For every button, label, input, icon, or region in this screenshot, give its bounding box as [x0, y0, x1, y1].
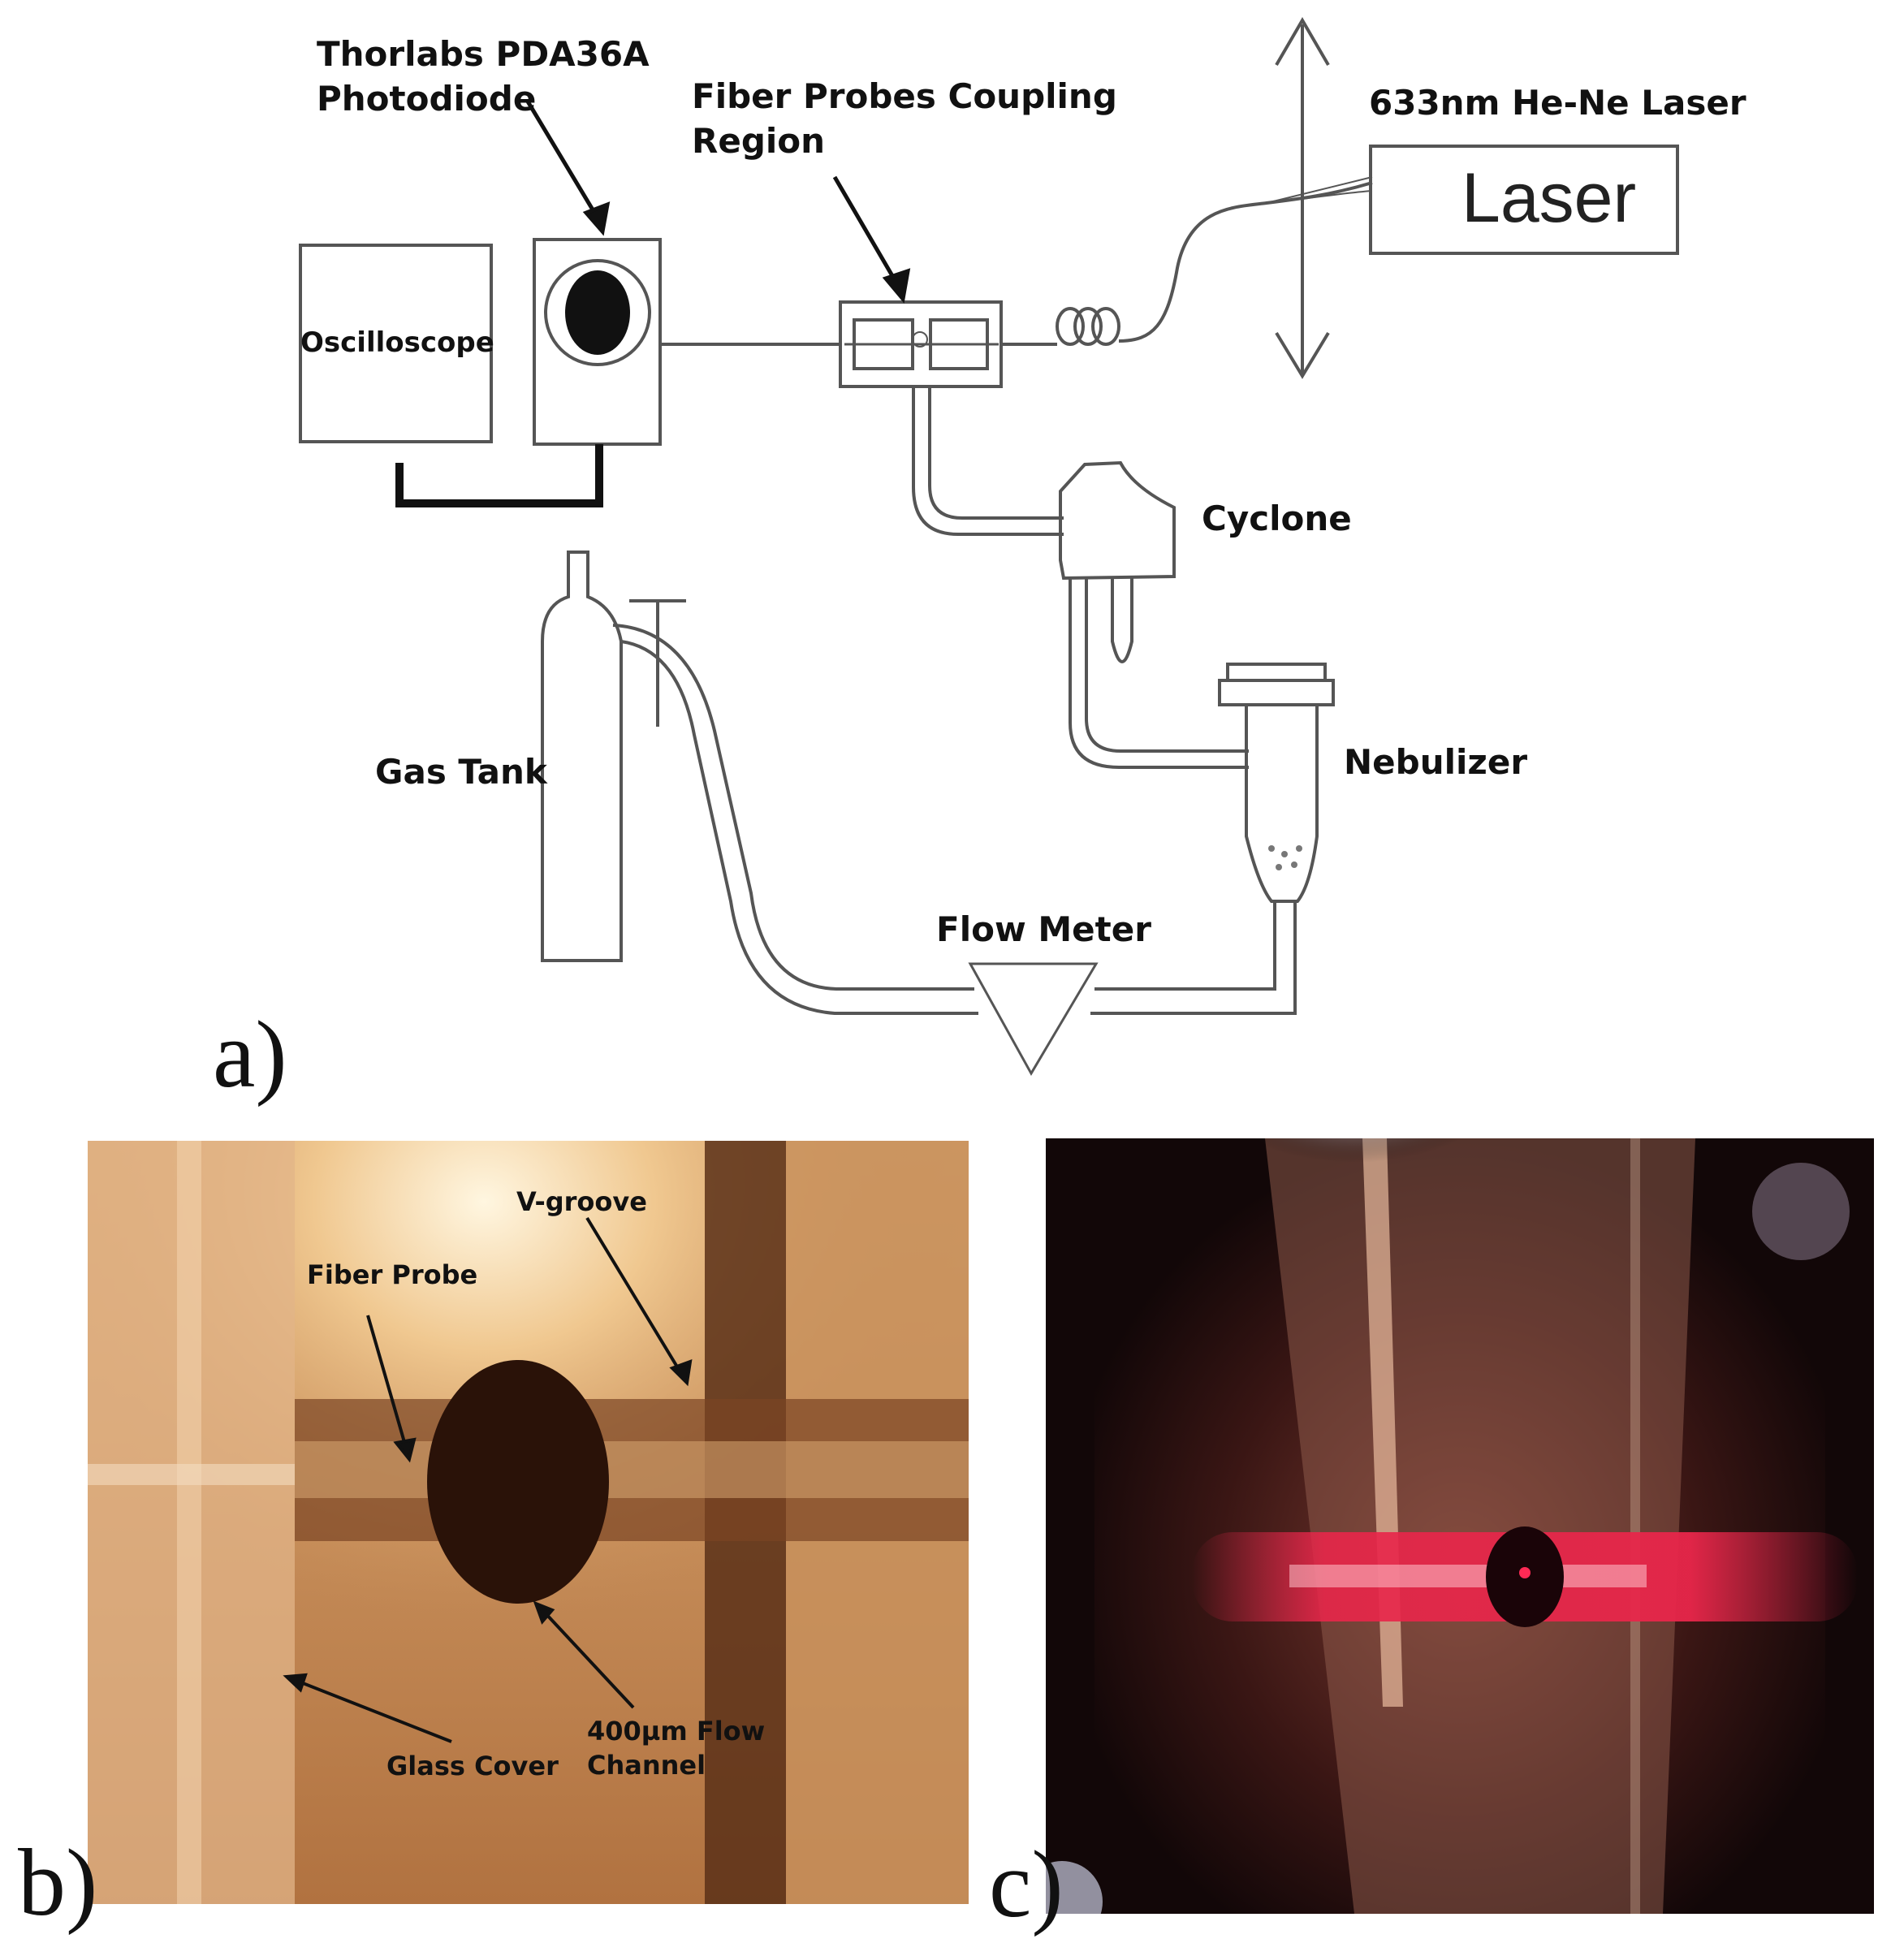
nebulizer-label: Nebulizer — [1344, 742, 1528, 782]
panel-a-letter: a) — [213, 1001, 287, 1108]
flow-channel-label: 400µm Flow Channel — [587, 1716, 766, 1781]
cyclone-icon — [1059, 460, 1176, 581]
oscilloscope-label: Oscilloscope — [300, 326, 494, 359]
signal-arrow — [395, 444, 603, 507]
fiber-to-laser — [1118, 181, 1373, 343]
panel-a-schematic — [299, 17, 1679, 1077]
gas-tank-icon — [541, 551, 623, 962]
laser-label: 633nm He-Ne Laser — [1369, 83, 1746, 123]
tube-nebulizer-flowmeter — [1094, 901, 1276, 991]
laser-box — [1369, 145, 1679, 255]
nebulizer-body — [1245, 705, 1319, 903]
flow-meter-icon — [968, 962, 1099, 1077]
panel-b-photo: V-groove Fiber Probe 400µm Flow Channel … — [88, 1141, 969, 1904]
nebulizer-cap — [1226, 663, 1327, 682]
v-groove-label: V-groove — [516, 1186, 647, 1217]
panel-c-letter: c) — [989, 1831, 1064, 1937]
panel-b-letter: b) — [18, 1829, 98, 1936]
coupling-region-label: Fiber Probes Coupling Region — [692, 76, 1117, 161]
flow-meter-label: Flow Meter — [936, 909, 1151, 949]
panel-c-photo — [1046, 1138, 1874, 1914]
gas-tank-label: Gas Tank — [375, 752, 547, 792]
tube-flowmeter-gastank — [612, 624, 974, 991]
cyclone-label: Cyclone — [1202, 499, 1352, 538]
fiber-loop-icon — [1056, 307, 1085, 346]
panel-b-image — [88, 1141, 969, 1904]
fiber-probe-label: Fiber Probe — [307, 1259, 478, 1290]
tube-cyclone-nebulizer — [1069, 578, 1249, 769]
laser-box-text: Laser — [1461, 159, 1637, 237]
glass-cover-label: Glass Cover — [386, 1751, 559, 1781]
tube-coupling-cyclone — [912, 386, 1064, 536]
panel-b-arrows — [283, 1216, 693, 1743]
oscilloscope-box — [299, 244, 493, 443]
photodiode-label: Thorlabs PDA36A Photodiode — [317, 34, 650, 119]
panel-c-image — [1046, 1138, 1874, 1914]
